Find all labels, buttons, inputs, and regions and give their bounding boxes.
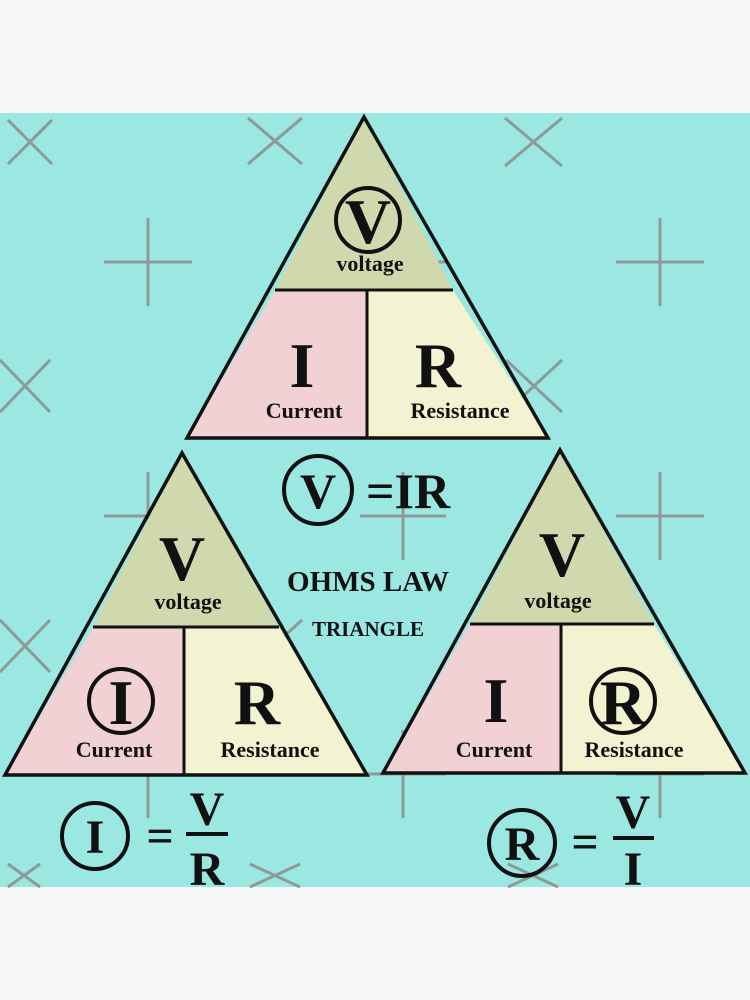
resistance-label: Resistance [411, 398, 510, 423]
voltage-label: voltage [154, 589, 221, 614]
current-region [5, 627, 184, 775]
formula-resistance-equals: = [571, 816, 598, 869]
voltage-symbol: V [539, 519, 585, 590]
resistance-region [184, 627, 367, 775]
formula-voltage-rhs: =IR [366, 463, 451, 519]
formula-current-lhs: I [86, 811, 105, 864]
formula-resistance-numerator: V [616, 786, 651, 839]
cross-mark [0, 618, 52, 674]
voltage-region [470, 450, 654, 624]
plus-mark [616, 218, 704, 306]
current-label: Current [266, 398, 343, 423]
formula-current-numerator: V [190, 783, 225, 836]
formula-resistance: R = V I [487, 786, 654, 896]
formula-current: I = V R [60, 783, 228, 896]
plus-mark [360, 472, 446, 560]
current-circle-icon [87, 667, 155, 735]
triangle-current-left: V voltage I Current R Resistance [2, 449, 371, 777]
resistance-symbol: R [234, 667, 281, 738]
formula-voltage-lhs: V [300, 463, 336, 519]
formula-current-denominator: R [190, 843, 226, 896]
voltage-region [275, 117, 453, 290]
cross-mark [7, 862, 41, 889]
plus-mark [104, 218, 192, 306]
current-label: Current [456, 737, 533, 762]
voltage-region [93, 453, 279, 627]
formula-current-circle-icon [60, 801, 130, 871]
formula-resistance-lhs: R [505, 818, 541, 871]
formula-resistance-denominator: I [624, 843, 643, 896]
cross-mark [0, 358, 52, 414]
triangle-outline [2, 449, 371, 777]
formula-voltage: V =IR [282, 454, 451, 526]
current-region [383, 624, 561, 773]
current-symbol: I [290, 330, 315, 401]
current-symbol: I [484, 665, 509, 736]
cross-mark [6, 118, 54, 166]
triangle-outline [380, 446, 749, 775]
resistance-circle-icon [589, 667, 657, 735]
resistance-label: Resistance [585, 737, 684, 762]
triangle-voltage-top: V voltage I Current R Resistance [184, 113, 552, 440]
voltage-circle-icon [334, 186, 402, 254]
formula-voltage-circle-icon [282, 454, 354, 526]
current-symbol: I [109, 667, 134, 738]
cross-mark [249, 862, 301, 889]
plus-mark [616, 472, 704, 560]
voltage-label: voltage [524, 588, 591, 613]
resistance-region [367, 290, 548, 438]
resistance-symbol: R [415, 330, 462, 401]
resistance-label: Resistance [221, 737, 320, 762]
heading-line-2: TRIANGLE [312, 617, 424, 641]
cross-mark [247, 116, 303, 166]
formula-resistance-circle-icon [487, 808, 557, 878]
current-label: Current [76, 737, 153, 762]
voltage-symbol: V [159, 523, 205, 594]
heading-line-1: OHMS LAW [287, 566, 449, 598]
resistance-symbol: R [600, 667, 647, 738]
cross-mark [504, 116, 563, 168]
formula-current-equals: = [146, 810, 173, 863]
voltage-symbol: V [345, 186, 391, 257]
current-region [187, 290, 367, 438]
voltage-label: voltage [336, 251, 403, 276]
triangle-resistance-right: V voltage I Current R Resistance [380, 446, 749, 775]
